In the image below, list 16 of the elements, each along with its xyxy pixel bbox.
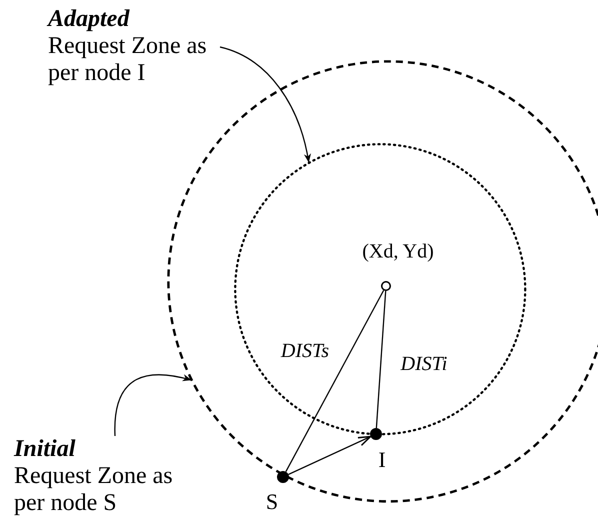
zone-description: Request Zone as per node S xyxy=(14,463,174,517)
point-label: I xyxy=(378,447,386,473)
point-label: (Xd, Yd) xyxy=(362,240,434,264)
arrow xyxy=(114,374,192,436)
zone-heading: Initial xyxy=(14,436,76,463)
point-marker xyxy=(378,278,393,293)
zone-description: Request Zone as per node I xyxy=(48,33,208,87)
distance-line xyxy=(285,290,384,472)
zone-heading: Adapted xyxy=(48,6,131,33)
point-label: S xyxy=(266,489,278,515)
zone-circle xyxy=(232,142,528,436)
point-marker xyxy=(275,469,291,485)
point-marker xyxy=(368,426,384,442)
arrow xyxy=(220,46,311,163)
arrow xyxy=(288,436,372,476)
distance-line xyxy=(376,290,386,428)
